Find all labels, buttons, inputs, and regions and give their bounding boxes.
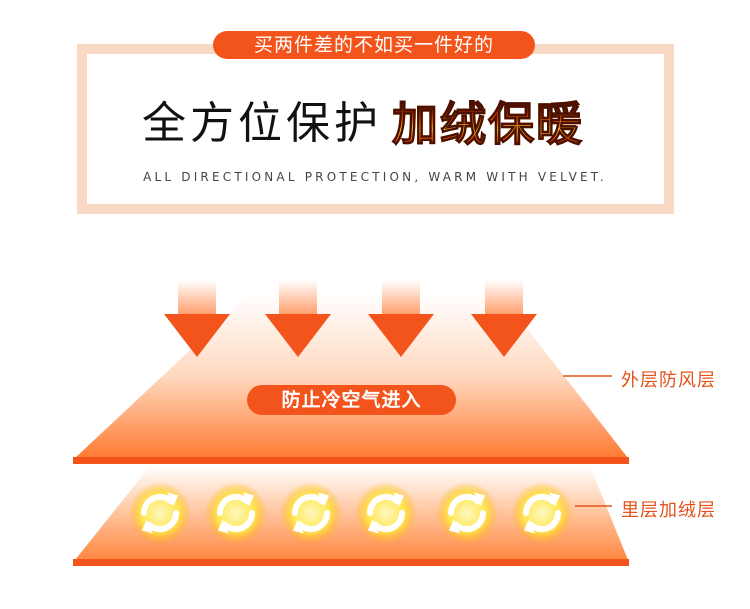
- outer-layer-shape: [75, 294, 628, 458]
- headline-main: 全方位保护: [142, 98, 382, 149]
- recycle-warm-icon: [355, 482, 417, 544]
- header-frame: [77, 44, 674, 214]
- inner-layer-edge: [73, 559, 629, 566]
- cold-air-arrow-head: [368, 314, 434, 357]
- badge-pill: 买两件差的不如买一件好的: [213, 31, 535, 59]
- cold-air-arrow-stem: [485, 280, 523, 316]
- recycle-warm-icon: [280, 482, 342, 544]
- cold-air-arrow-head: [164, 314, 230, 357]
- recycle-warm-icon: [205, 482, 267, 544]
- headline-fire-text: 加绒保暖: [392, 97, 584, 152]
- subtitle-english: ALL DIRECTIONAL PROTECTION, WARM WITH VE…: [143, 170, 607, 184]
- cold-air-arrow-stem: [382, 280, 420, 316]
- header-frame-inner: [87, 54, 664, 204]
- recycle-warm-icon: [511, 482, 573, 544]
- headline: 全方位保护 加绒保暖: [142, 96, 584, 152]
- recycle-warm-icon: [129, 482, 191, 544]
- inner-layer-shape: [75, 466, 628, 560]
- warm-icons: [129, 482, 573, 544]
- wind-block-label: 防止冷空气进入: [247, 385, 456, 415]
- recycle-warm-icon: [436, 482, 498, 544]
- cold-air-arrow-head: [265, 314, 331, 357]
- cold-air-arrows: [164, 280, 537, 357]
- cold-air-arrow-stem: [178, 280, 216, 316]
- outer-layer-label: 外层防风层: [621, 370, 716, 391]
- cold-air-arrow-head: [471, 314, 537, 357]
- inner-layer-label: 里层加绒层: [621, 500, 716, 521]
- cold-air-arrow-stem: [279, 280, 317, 316]
- outer-layer-edge: [73, 457, 629, 464]
